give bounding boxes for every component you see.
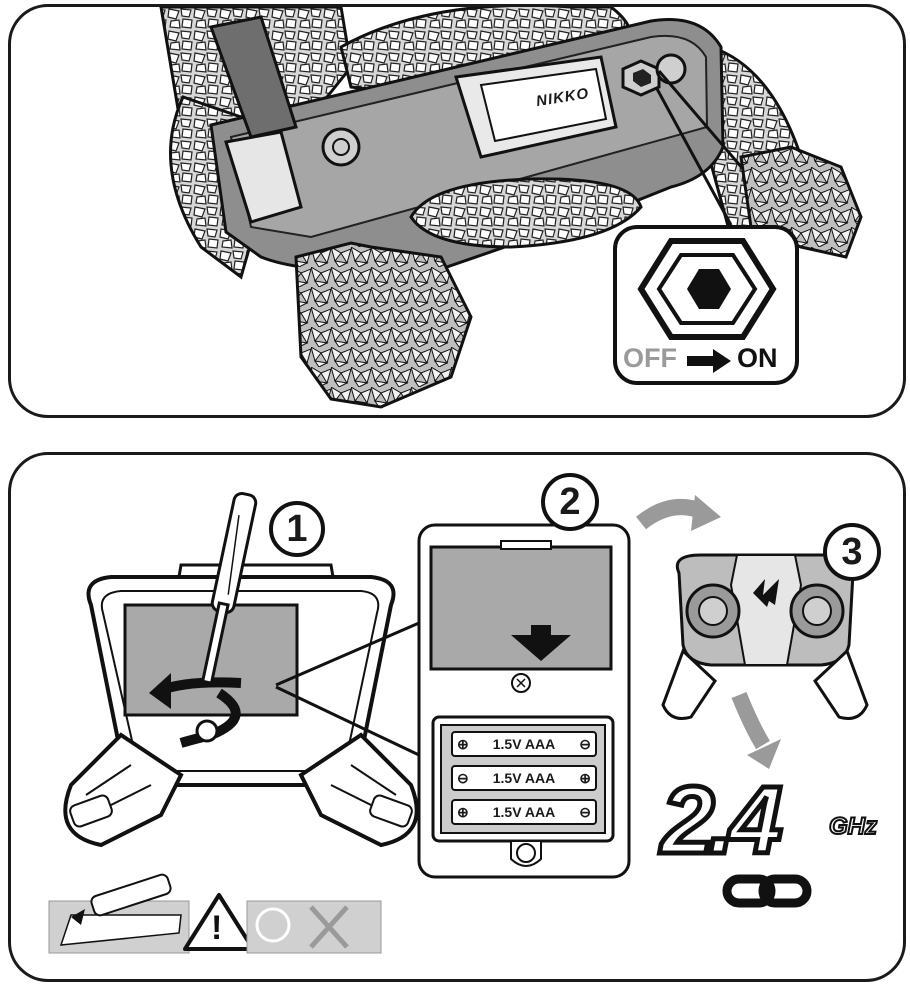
arrow-right-icon: [687, 349, 731, 373]
step-1-badge: 1: [269, 501, 325, 557]
remote-battery-illustration: [48, 492, 869, 954]
battery-plus-icon: ⊕: [579, 769, 591, 786]
battery-label: 1.5V AAA: [492, 804, 556, 820]
frequency-value: 2.4: [658, 767, 784, 874]
remote-battery-panel: 1 2 3 ⊕ 1.5V AAA ⊖ ⊖ 1.5V AAA ⊕ ⊕ 1.5V A…: [8, 452, 906, 982]
step-3-badge: 3: [823, 523, 881, 581]
battery-minus-icon: ⊖: [457, 769, 469, 786]
power-switch-hex-icon: [637, 238, 777, 340]
step-2-badge: 2: [541, 473, 599, 531]
battery-2: ⊖ 1.5V AAA ⊕: [451, 765, 597, 791]
battery-plus-icon: ⊕: [457, 735, 469, 752]
battery-label: 1.5V AAA: [492, 770, 556, 786]
battery-1: ⊕ 1.5V AAA ⊖: [451, 731, 597, 757]
warning-icon: !: [211, 909, 223, 947]
battery-minus-icon: ⊖: [579, 735, 591, 752]
frequency-unit: GHz: [828, 813, 878, 840]
battery-plus-icon: ⊕: [457, 803, 469, 820]
battery-label: 1.5V AAA: [492, 736, 556, 752]
car-underside-illustration: [159, 7, 863, 409]
battery-3: ⊕ 1.5V AAA ⊖: [451, 799, 597, 825]
battery-minus-icon: ⊖: [579, 803, 591, 820]
switch-on-label: ON: [737, 343, 778, 373]
car-switch-panel: OFF ON NIKKO: [8, 4, 906, 418]
switch-off-label: OFF: [623, 343, 677, 373]
